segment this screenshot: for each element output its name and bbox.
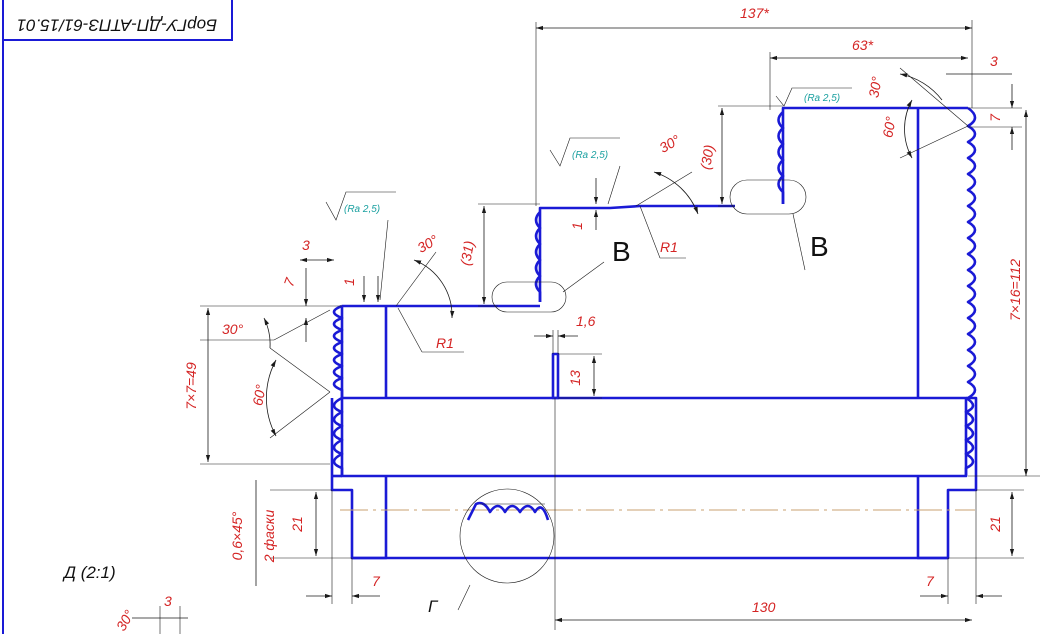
- dim-21-right: 21: [987, 516, 1003, 533]
- dim-30-mid-paren: (30): [697, 143, 717, 170]
- section-g-label: Г: [428, 597, 439, 616]
- dim-130: 130: [752, 599, 776, 615]
- dim-3-bottom: 3: [164, 593, 172, 609]
- dim-13: 13: [567, 370, 583, 386]
- title-stamp-text: БорГУ-ДП-АТПЗ-61/15.01: [17, 16, 217, 35]
- dim-30-top: 30°: [865, 75, 885, 99]
- dimension-lines: [132, 20, 1040, 634]
- detail-callouts: [457, 179, 807, 611]
- dim-1-6: 1,6: [576, 313, 596, 329]
- dim-7x7: 7×7=49: [183, 362, 199, 410]
- dim-0-6x45: 0,6×45°: [229, 511, 245, 560]
- dim-137: 137*: [740, 5, 769, 21]
- dim-1-mid: 1: [569, 222, 585, 230]
- dim-63: 63*: [852, 37, 874, 53]
- dim-7-left: 7: [280, 275, 298, 289]
- roughness-label-3: (Ra 2,5): [804, 93, 840, 104]
- dim-30-left: 30°: [414, 231, 441, 256]
- dim-60-left: 60°: [249, 383, 269, 407]
- dim-r1-mid: R1: [660, 239, 678, 255]
- dim-31: (31): [457, 239, 477, 266]
- dim-30-mid: 30°: [656, 131, 683, 156]
- dim-1-left: 1: [341, 278, 357, 286]
- dim-r1-left: R1: [436, 335, 454, 351]
- roughness-symbols: [325, 87, 852, 301]
- dim-30-leftout: 30°: [222, 321, 244, 337]
- dim-3-left: 3: [302, 237, 310, 253]
- roughness-label-1: (Ra 2,5): [344, 204, 380, 215]
- dim-60-top: 60°: [879, 115, 899, 139]
- dim-7x16: 7×16=112: [1007, 259, 1023, 321]
- dim-7-bottom-left: 7: [372, 573, 381, 589]
- drawing-frame: [2, 0, 233, 634]
- dim-7-bottom-right: 7: [926, 573, 935, 589]
- dim-7-top: 7: [987, 113, 1003, 122]
- view-label: Д (2:1): [62, 563, 116, 582]
- roughness-label-2: (Ra 2,5): [572, 150, 608, 161]
- dim-21-left: 21: [289, 516, 305, 533]
- section-b-label-2: В: [810, 231, 829, 262]
- dim-30-bottom: 30°: [113, 607, 138, 634]
- section-b-label-1: В: [612, 236, 631, 267]
- dim-2-faski: 2 фаски: [261, 510, 277, 564]
- part-outline: [330, 106, 978, 560]
- dim-3-top: 3: [990, 53, 998, 69]
